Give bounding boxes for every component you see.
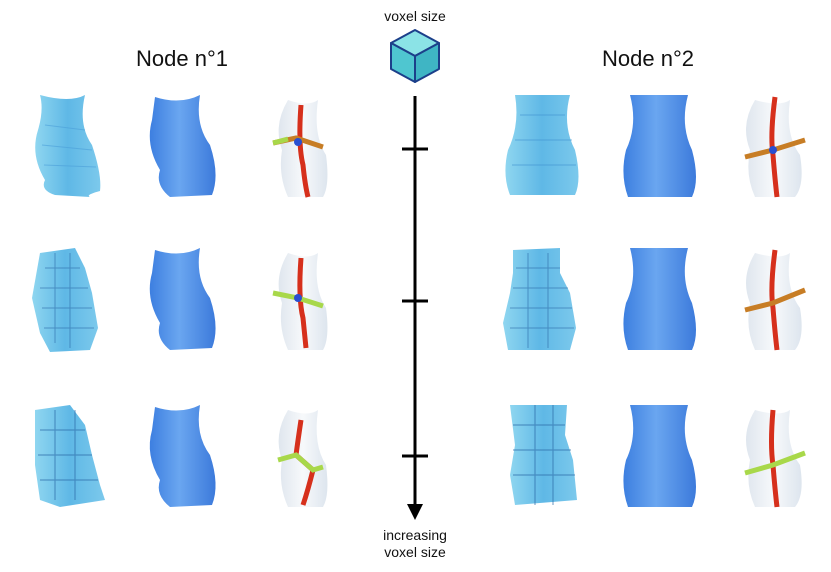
node-2-title: Node n°2 (602, 46, 694, 71)
node2-row3-smooth-surface (623, 405, 696, 507)
node2-row1-skeleton (744, 96, 806, 198)
node1-row3-smooth-surface (149, 405, 216, 507)
node1-row1-smooth-surface (149, 95, 216, 197)
voxel-size-axis (402, 96, 428, 508)
down-arrow-icon (407, 504, 423, 520)
node2-row1-voxel-surface (505, 95, 579, 195)
node2-row2-voxel-surface (503, 248, 576, 350)
node2-row2-skeleton (744, 249, 806, 351)
node-1-title: Node n°1 (136, 46, 228, 71)
node2-row3-skeleton (744, 409, 806, 508)
voxel-cube-icon (390, 29, 440, 83)
node-2-panels (503, 95, 806, 508)
node1-row3-skeleton (277, 410, 328, 507)
node1-row1-skeleton (272, 100, 328, 198)
node1-row2-smooth-surface (149, 248, 216, 350)
node-1-panels (32, 95, 328, 507)
axis-label: increasing voxel size (360, 527, 470, 561)
axis-label-line2: voxel size (384, 544, 446, 560)
voxel-size-label: voxel size (384, 8, 446, 24)
axis-label-line1: increasing (383, 527, 447, 543)
node2-row2-smooth-surface (623, 248, 696, 350)
node2-row3-voxel-surface (510, 405, 577, 505)
node1-row3-voxel-surface (35, 405, 105, 507)
node1-row2-skeleton (272, 253, 328, 350)
node1-row1-voxel-surface (35, 95, 101, 197)
node1-row2-voxel-surface (32, 248, 98, 352)
node2-row1-smooth-surface (623, 95, 696, 197)
